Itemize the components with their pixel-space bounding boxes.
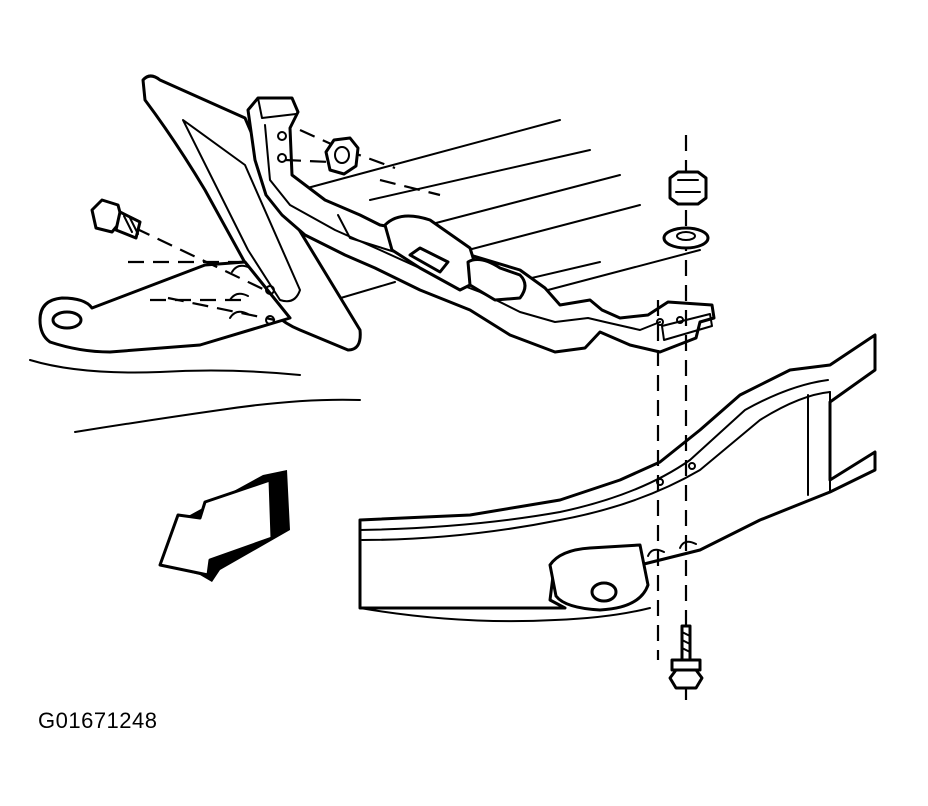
bolt-icon: [90, 198, 142, 240]
bracket-nut-icon: [324, 136, 360, 176]
lower-bolt-icon: [668, 624, 704, 690]
washer-icon: [662, 226, 710, 250]
crossmember-bracket: [246, 96, 716, 354]
mounting-plate: [141, 74, 362, 352]
left-frame-arm: [29, 260, 361, 433]
forward-arrow-icon: [158, 470, 290, 582]
lower-frame-rail: [358, 333, 877, 623]
figure-id-label: G01671248: [38, 708, 158, 733]
alignment-lines: [128, 128, 688, 700]
nut-icon: [668, 170, 708, 206]
